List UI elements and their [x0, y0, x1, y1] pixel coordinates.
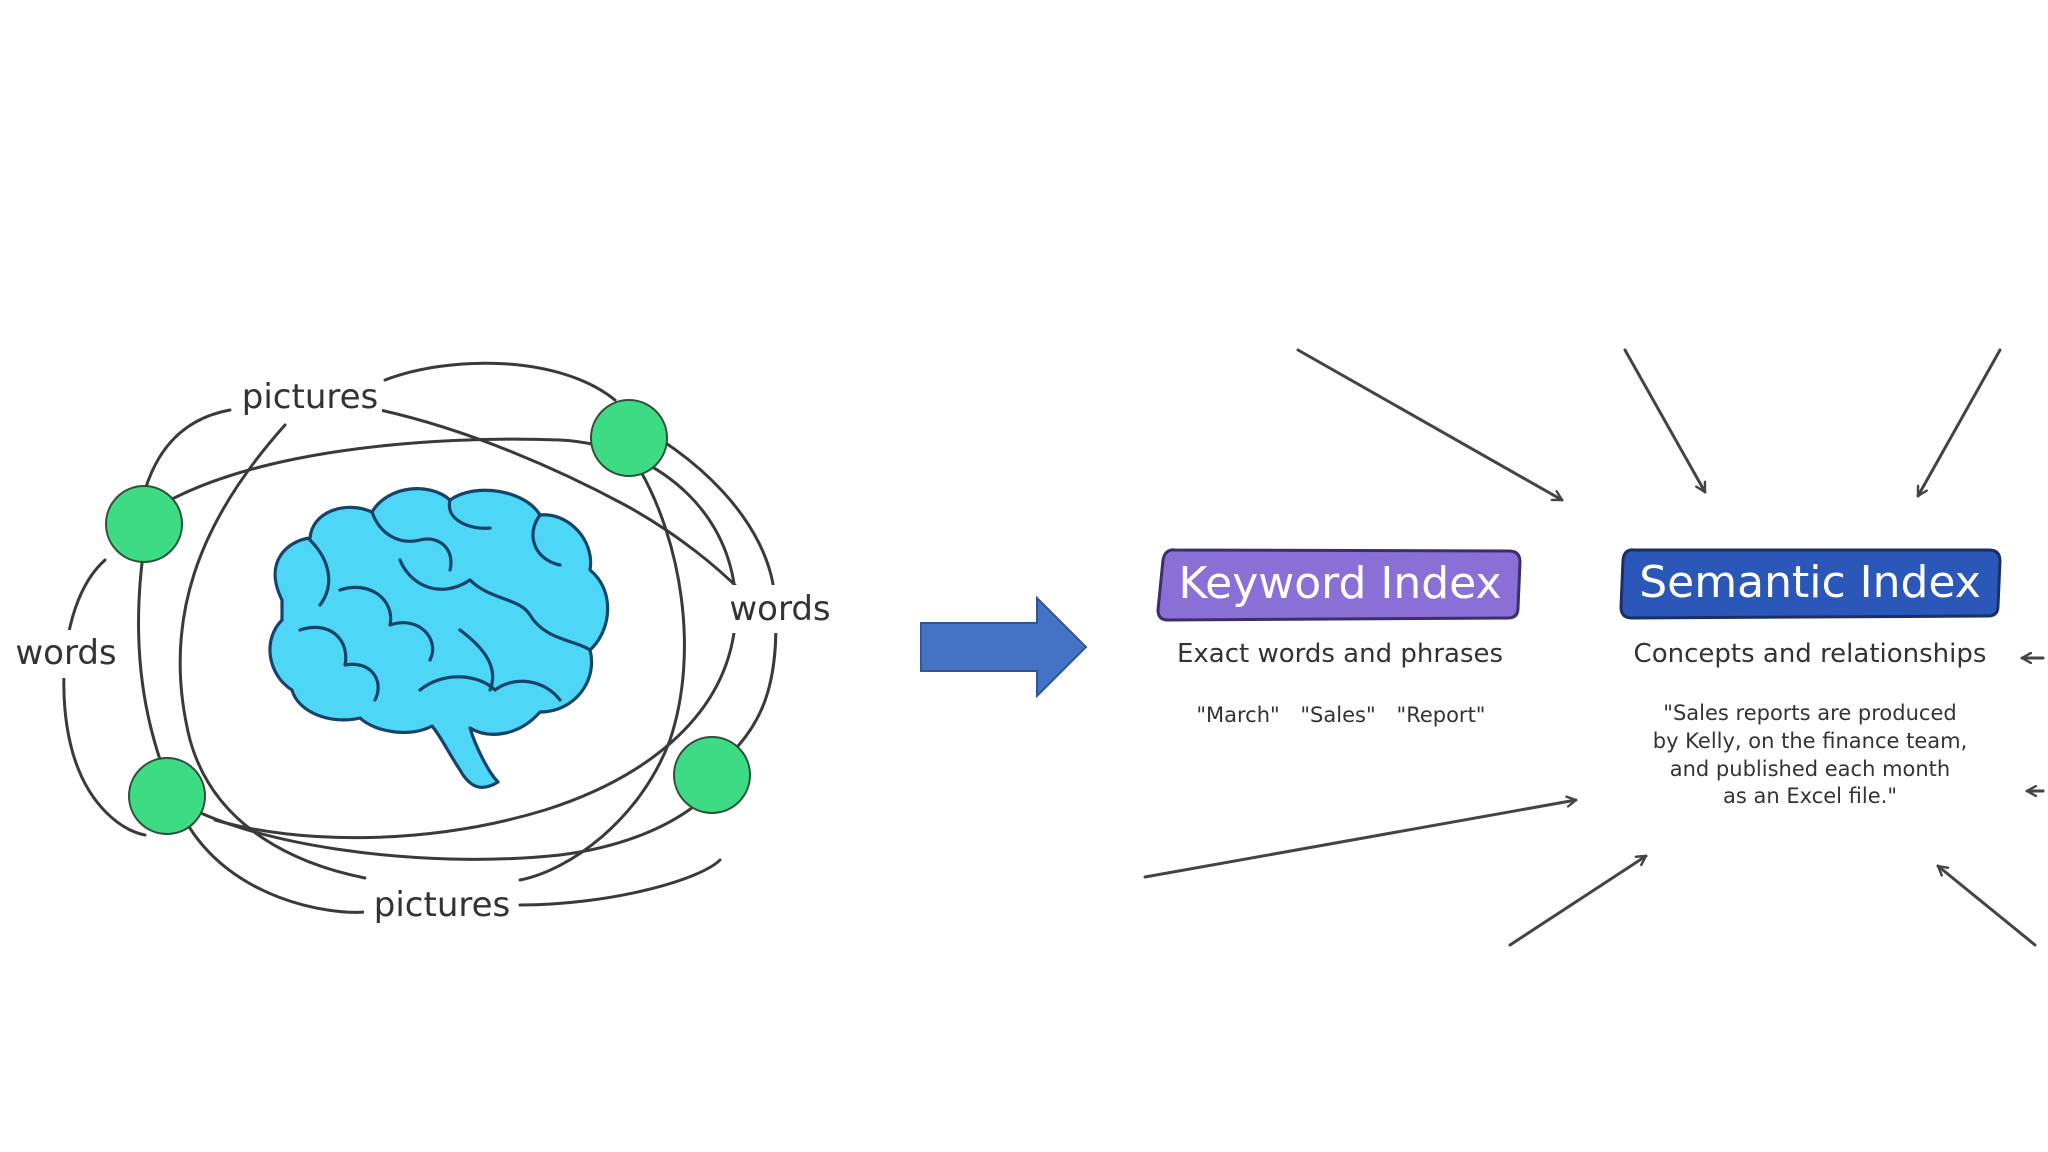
label-pictures-bottom: pictures [374, 885, 510, 925]
orbit-curve [378, 408, 742, 592]
label-backing [364, 882, 516, 930]
orbit-curve [178, 423, 367, 880]
label-backing [10, 630, 122, 678]
semantic-example-line: "Sales reports are produced [1663, 701, 1956, 725]
pointer-arrow [1508, 854, 1648, 947]
semantic-index-title: Semantic Index [1639, 557, 1981, 608]
semantic-example-line: as an Excel file." [1723, 784, 1897, 808]
keyword-index-tag: Keyword Index [1156, 548, 1522, 622]
label-backing [718, 585, 838, 633]
brain-icon [268, 487, 610, 789]
orbit-curve [62, 558, 147, 837]
brain-fold [468, 578, 592, 652]
keyword-index-subtitle: Exact words and phrases [1177, 639, 1503, 669]
pointer-arrow [1143, 800, 1578, 879]
label-words-right: words [729, 589, 830, 629]
pointer-arrow [1936, 864, 2037, 947]
brain-fill [269, 488, 608, 788]
pointer-arrow [1623, 348, 1707, 494]
semantic-index-subtitle: Concepts and relationships [1634, 639, 1987, 669]
label-pictures-top: pictures [242, 377, 378, 417]
label-words-left: words [15, 633, 116, 673]
network-node [590, 399, 668, 477]
keyword-example: "March" [1196, 703, 1279, 727]
brain-fold [447, 498, 492, 530]
orbit-curve [383, 361, 617, 402]
orbit-curve [518, 858, 722, 907]
keyword-index-title: Keyword Index [1178, 558, 1501, 609]
brain-fold [338, 585, 435, 662]
brain-network-diagram: pictures pictures words words [10, 361, 838, 930]
brain-outline [268, 487, 610, 789]
semantic-index-tag: Semantic Index [1619, 548, 2002, 620]
brain-fold [370, 510, 453, 572]
right-arrow-icon [920, 595, 1088, 699]
brain-fold [531, 513, 562, 567]
keyword-example: "Sales" [1300, 703, 1375, 727]
network-node [105, 485, 183, 563]
orbit-curve [166, 778, 718, 861]
network-node [128, 757, 206, 835]
pointer-arrow [1916, 348, 2002, 498]
orbit-curve [518, 468, 686, 882]
index-diagram: Keyword Index Exact words and phrases "M… [1143, 348, 2045, 947]
label-backing [236, 375, 382, 423]
brain-fold [308, 538, 331, 607]
brain-fold [458, 628, 495, 692]
keyword-index-tag-shape [1156, 548, 1522, 622]
keyword-example: "Report" [1397, 703, 1486, 727]
semantic-index-tag-shape [1619, 548, 2002, 620]
semantic-example-line: and published each month [1670, 757, 1950, 781]
semantic-example-line: by Kelly, on the finance team, [1653, 729, 1968, 753]
brain-fold [398, 558, 472, 591]
brain-fold [298, 625, 380, 702]
network-node [673, 736, 751, 814]
brain-fold [418, 675, 562, 702]
pointer-arrow [1296, 348, 1564, 502]
